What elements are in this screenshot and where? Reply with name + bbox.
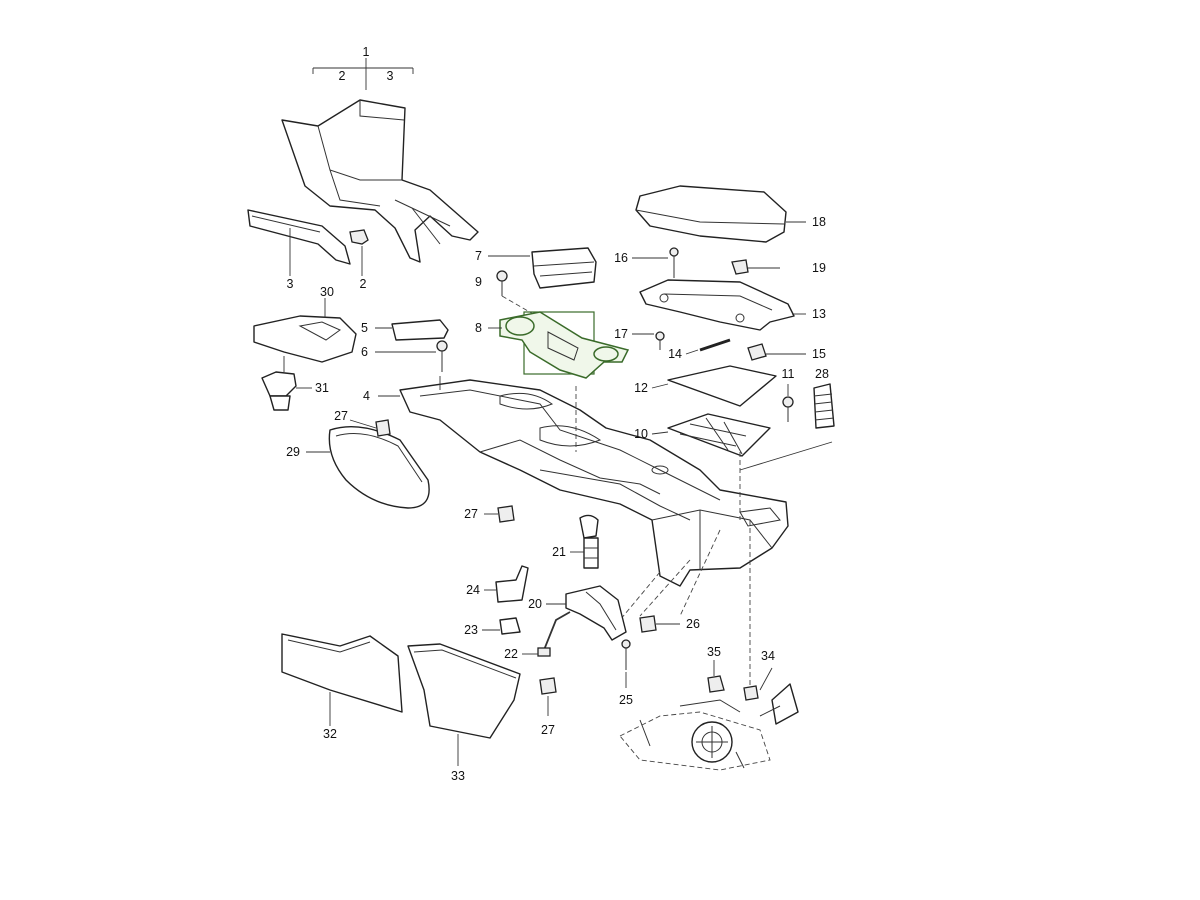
callout-22: 22 bbox=[504, 647, 518, 661]
part-28-spring bbox=[813, 383, 835, 429]
part-25-screw bbox=[621, 639, 631, 688]
header-key-left: 2 bbox=[339, 69, 346, 83]
part-5-cover bbox=[375, 319, 449, 341]
callout-24: 24 bbox=[466, 583, 480, 597]
callout-31: 31 bbox=[315, 381, 329, 395]
part-10-grid-tray bbox=[651, 413, 771, 457]
part-26-clip bbox=[639, 615, 680, 633]
part-9-screw bbox=[496, 270, 541, 319]
callout-27-a: 27 bbox=[334, 409, 348, 423]
callout-labels: 3 2 30 5 6 31 4 27 29 27 7 9 8 16 17 14 … bbox=[286, 215, 829, 783]
callout-17: 17 bbox=[614, 327, 628, 341]
callout-5: 5 bbox=[361, 321, 368, 335]
callout-18: 18 bbox=[812, 215, 826, 229]
callout-16: 16 bbox=[614, 251, 628, 265]
part-23-bracket bbox=[482, 617, 521, 635]
header-key: 1 2 3 bbox=[312, 45, 414, 90]
callout-21: 21 bbox=[552, 545, 566, 559]
callout-8: 8 bbox=[475, 321, 482, 335]
part-4-center-console bbox=[378, 379, 789, 587]
part-14-pin bbox=[685, 338, 731, 355]
callout-32: 32 bbox=[323, 727, 337, 741]
callout-10: 10 bbox=[634, 427, 648, 441]
assembly-guide-lines bbox=[439, 376, 833, 686]
part-16-screw bbox=[632, 247, 679, 278]
part-27-clip-b bbox=[484, 505, 515, 523]
part-27-clip-c bbox=[539, 677, 557, 716]
part-2-clip bbox=[349, 229, 369, 276]
part-33-side-panel bbox=[407, 643, 521, 766]
callout-29: 29 bbox=[286, 445, 300, 459]
part-18-armrest-lid bbox=[635, 185, 806, 243]
header-key-top: 1 bbox=[363, 45, 370, 59]
callout-20: 20 bbox=[528, 597, 542, 611]
callout-4: 4 bbox=[363, 389, 370, 403]
part-11-screw bbox=[782, 384, 794, 422]
callout-35: 35 bbox=[707, 645, 721, 659]
part-7-ashtray bbox=[488, 247, 597, 289]
callout-25: 25 bbox=[619, 693, 633, 707]
callout-26: 26 bbox=[686, 617, 700, 631]
part-12-pad bbox=[651, 365, 777, 407]
part-13-armrest-base bbox=[639, 279, 806, 331]
callout-23: 23 bbox=[464, 623, 478, 637]
part-6-screw bbox=[375, 340, 448, 372]
callout-27-b: 27 bbox=[464, 507, 478, 521]
callout-12: 12 bbox=[634, 381, 648, 395]
front-tunnel-trim bbox=[281, 99, 479, 263]
part-27-clip-a bbox=[349, 419, 391, 437]
part-24-bracket bbox=[484, 565, 529, 603]
callout-33: 33 bbox=[451, 769, 465, 783]
bottom-mount-assembly bbox=[619, 660, 799, 771]
part-17-screw bbox=[632, 331, 665, 350]
callout-6: 6 bbox=[361, 345, 368, 359]
callout-34: 34 bbox=[761, 649, 775, 663]
callout-14: 14 bbox=[668, 347, 682, 361]
part-32-side-panel bbox=[281, 633, 403, 726]
part-8-cup-holder bbox=[488, 311, 630, 379]
callout-3: 3 bbox=[287, 277, 294, 291]
part-30-tray bbox=[253, 298, 357, 363]
callout-15: 15 bbox=[812, 347, 826, 361]
part-22-rod bbox=[522, 611, 571, 657]
callout-13: 13 bbox=[812, 307, 826, 321]
callout-19: 19 bbox=[812, 261, 826, 275]
header-key-right: 3 bbox=[387, 69, 394, 83]
callout-30: 30 bbox=[320, 285, 334, 299]
callout-7: 7 bbox=[475, 249, 482, 263]
part-31-knob bbox=[261, 356, 312, 411]
part-29-knee-panel bbox=[306, 425, 430, 509]
part-19-clip bbox=[731, 259, 780, 275]
part-21-lock-cylinder bbox=[570, 514, 599, 569]
callout-2: 2 bbox=[360, 277, 367, 291]
part-20-latch bbox=[546, 585, 627, 641]
part-15-hinge bbox=[747, 343, 806, 361]
part-3-side-strip bbox=[247, 209, 351, 276]
callout-28: 28 bbox=[815, 367, 829, 381]
callout-9: 9 bbox=[475, 275, 482, 289]
callout-11: 11 bbox=[782, 367, 795, 381]
callout-27-c: 27 bbox=[541, 723, 555, 737]
